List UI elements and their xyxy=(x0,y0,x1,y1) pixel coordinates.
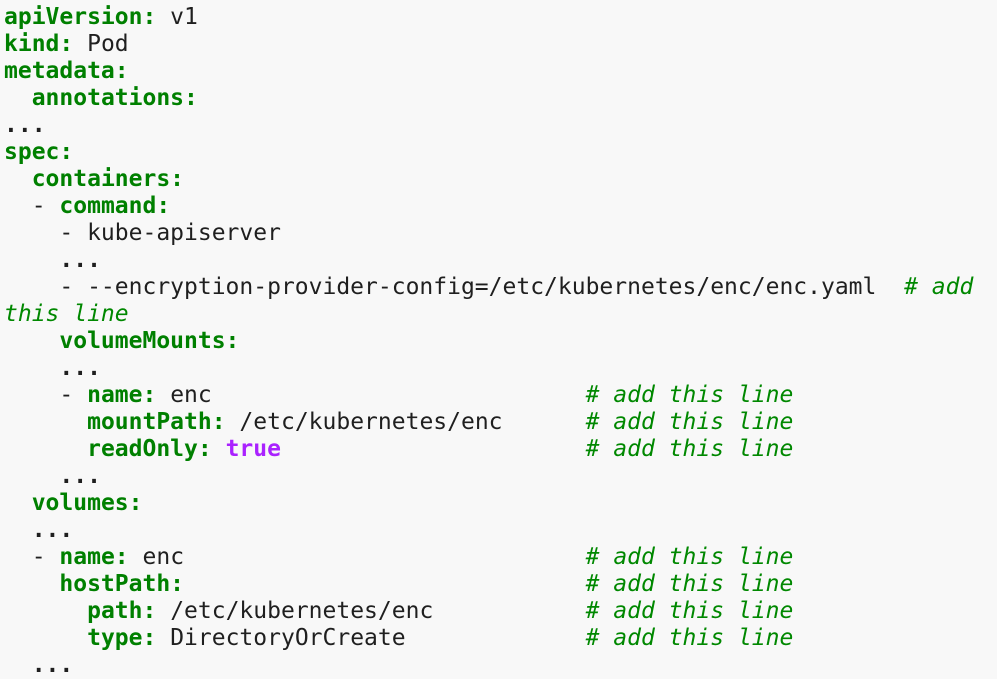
yaml-token-comment: # add this line xyxy=(585,625,794,651)
yaml-token-ellipsis: ... xyxy=(4,112,46,138)
yaml-token-text xyxy=(4,328,59,354)
code-line: readOnly: true # add this line xyxy=(4,436,993,463)
yaml-token-comment: # add xyxy=(904,274,974,300)
yaml-token-text: Pod xyxy=(73,31,129,57)
yaml-token-comment: # add this line xyxy=(585,598,794,624)
yaml-token-text: - xyxy=(4,193,60,219)
yaml-token-text: - --encryption-provider-config=/etc/kube… xyxy=(4,274,905,300)
yaml-token-text: /etc/kubernetes/enc xyxy=(225,409,586,435)
code-line: type: DirectoryOrCreate # add this line xyxy=(4,625,993,652)
yaml-token-text: - kube-apiserver xyxy=(4,220,281,246)
yaml-token-key: type: xyxy=(87,625,157,651)
yaml-token-key: path: xyxy=(87,598,157,624)
code-line: ... xyxy=(4,112,993,139)
yaml-token-text xyxy=(4,490,32,516)
code-line: - kube-apiserver xyxy=(4,220,993,247)
code-line: ... xyxy=(4,463,993,490)
yaml-token-key: apiVersion: xyxy=(4,4,157,30)
yaml-token-text xyxy=(4,436,87,462)
yaml-token-text xyxy=(4,571,59,597)
yaml-token-key: volumeMounts: xyxy=(59,328,240,354)
yaml-token-comment: # add this line xyxy=(585,382,794,408)
yaml-token-key: name: xyxy=(87,382,157,408)
yaml-token-comment: # add this line xyxy=(585,571,794,597)
yaml-token-text xyxy=(4,652,32,678)
yaml-token-ellipsis: ... xyxy=(59,247,101,273)
yaml-token-text xyxy=(281,436,586,462)
yaml-token-text: - xyxy=(4,544,60,570)
yaml-token-text xyxy=(4,517,32,543)
yaml-token-key: metadata: xyxy=(4,58,129,84)
code-line: mountPath: /etc/kubernetes/enc # add thi… xyxy=(4,409,993,436)
code-line: kind: Pod xyxy=(4,31,993,58)
yaml-token-ellipsis: ... xyxy=(31,517,74,543)
yaml-token-key: kind: xyxy=(4,31,74,57)
yaml-token-key: name: xyxy=(59,544,129,570)
code-line: annotations: xyxy=(4,85,993,112)
code-line: - name: enc # add this line xyxy=(4,544,993,571)
code-line: path: /etc/kubernetes/enc # add this lin… xyxy=(4,598,993,625)
yaml-token-text: DirectoryOrCreate xyxy=(156,625,586,651)
yaml-token-key: annotations: xyxy=(31,85,198,111)
code-line: ... xyxy=(4,517,993,544)
code-line: this line xyxy=(4,301,993,328)
yaml-token-text: v1 xyxy=(156,4,198,30)
yaml-token-text xyxy=(4,409,87,435)
code-line: - name: enc # add this line xyxy=(4,382,993,409)
yaml-token-key: mountPath: xyxy=(87,409,226,435)
yaml-token-text xyxy=(184,571,586,597)
code-line: spec: xyxy=(4,139,993,166)
yaml-token-text xyxy=(4,247,59,273)
yaml-token-text xyxy=(4,625,87,651)
yaml-token-key: hostPath: xyxy=(59,571,185,597)
yaml-token-ellipsis: ... xyxy=(59,355,101,381)
code-line: hostPath: # add this line xyxy=(4,571,993,598)
code-line: metadata: xyxy=(4,58,993,85)
yaml-token-bool: true xyxy=(225,436,281,462)
yaml-token-text xyxy=(4,598,87,624)
yaml-token-comment: # add this line xyxy=(585,436,794,462)
code-line: volumes: xyxy=(4,490,993,517)
yaml-token-text: /etc/kubernetes/enc xyxy=(156,598,586,624)
yaml-token-key: readOnly: xyxy=(87,436,212,462)
code-line: - command: xyxy=(4,193,993,220)
code-line: containers: xyxy=(4,166,993,193)
yaml-token-ellipsis: ... xyxy=(31,652,74,678)
yaml-token-comment: # add this line xyxy=(585,544,794,570)
yaml-token-text: enc xyxy=(128,544,586,570)
yaml-token-text xyxy=(212,436,226,462)
yaml-token-key: volumes: xyxy=(31,490,143,516)
yaml-token-text xyxy=(4,85,32,111)
yaml-token-key: command: xyxy=(59,193,171,219)
code-line: volumeMounts: xyxy=(4,328,993,355)
code-line: ... xyxy=(4,247,993,274)
code-line: apiVersion: v1 xyxy=(4,4,993,31)
yaml-token-comment: # add this line xyxy=(585,409,794,435)
code-line: ... xyxy=(4,355,993,382)
yaml-token-text: enc xyxy=(156,382,586,408)
yaml-token-text xyxy=(4,166,32,192)
code-line: ... xyxy=(4,652,993,679)
yaml-token-text: - xyxy=(4,382,88,408)
yaml-token-text xyxy=(4,463,59,489)
yaml-token-ellipsis: ... xyxy=(59,463,101,489)
yaml-token-key: spec: xyxy=(4,139,74,165)
code-line: - --encryption-provider-config=/etc/kube… xyxy=(4,274,993,301)
yaml-token-comment: this line xyxy=(4,301,129,327)
yaml-token-key: containers: xyxy=(31,166,185,192)
yaml-token-text xyxy=(4,355,59,381)
